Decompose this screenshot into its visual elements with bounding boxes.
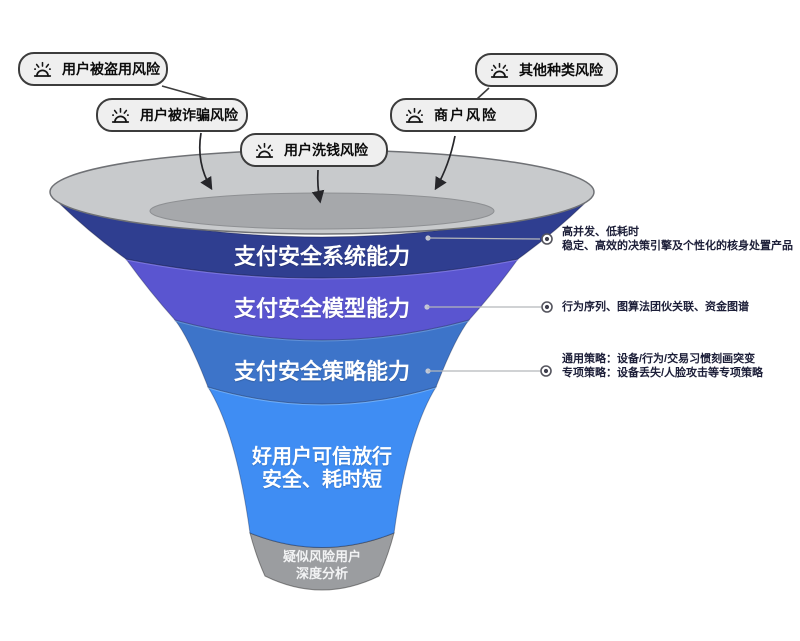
risk-pill-account-takeover: 用户被盗用风险 bbox=[18, 52, 168, 86]
siren-icon bbox=[33, 61, 52, 77]
funnel-outlet-label-line1: 疑似风险用户 bbox=[282, 549, 361, 564]
funnel-mouth-inner bbox=[149, 192, 495, 230]
siren-icon bbox=[490, 62, 509, 78]
funnel-layer-4-label: 好用户可信放行 安全、耗时短 bbox=[172, 446, 472, 492]
risk-pill-label: 其他种类风险 bbox=[519, 62, 603, 78]
funnel-layer-2-label: 支付安全模型能力 bbox=[233, 296, 410, 321]
siren-icon bbox=[405, 107, 424, 123]
funnel-layer-3-label: 支付安全策略能力 bbox=[233, 359, 410, 384]
risk-pill-money-laundering: 用户洗钱风险 bbox=[240, 133, 388, 167]
annotation-strategy-line1: 通用策略：设备/行为/交易习惯刻画突变 bbox=[562, 353, 756, 365]
annotation-strategy-line2: 专项策略：设备丢失/人脸攻击等专项策略 bbox=[562, 367, 764, 379]
risk-pill-label: 用户被诈骗风险 bbox=[140, 107, 238, 123]
funnel-layer-4-label-line2: 安全、耗时短 bbox=[262, 469, 382, 491]
funnel-layer-1-label: 支付安全系统能力 bbox=[233, 244, 410, 269]
connector-pill1-pill2 bbox=[161, 85, 213, 101]
leader-line-model bbox=[424, 301, 553, 313]
risk-pill-other: 其他种类风险 bbox=[475, 53, 618, 87]
risk-pill-label: 用户洗钱风险 bbox=[284, 142, 368, 158]
arrow-fraud-to-funnel bbox=[198, 132, 213, 191]
annotation-system-line2: 稳定、高效的决策引擎及个性化的核身处置产品 bbox=[562, 240, 793, 252]
funnel-layer-4-label-line1: 好用户可信放行 bbox=[252, 446, 392, 468]
siren-icon bbox=[255, 142, 274, 158]
annotation-system: 高并发、低耗时 稳定、高效的决策引擎及个性化的核身处置产品 bbox=[562, 225, 793, 253]
funnel-outlet-label: 疑似风险用户 深度分析 bbox=[232, 548, 412, 582]
annotation-strategy: 通用策略：设备/行为/交易习惯刻画突变 专项策略：设备丢失/人脸攻击等专项策略 bbox=[562, 352, 763, 380]
arrow-laundering-to-funnel bbox=[311, 169, 325, 204]
leader-line-strategy bbox=[425, 365, 552, 377]
annotation-model-line1: 行为序列、图算法团伙关联、资金图谱 bbox=[562, 301, 749, 313]
leader-line-system bbox=[425, 233, 553, 245]
siren-icon bbox=[111, 107, 130, 123]
funnel-outlet-label-line2: 深度分析 bbox=[295, 566, 348, 581]
annotation-system-line1: 高并发、低耗时 bbox=[562, 226, 639, 238]
annotation-model: 行为序列、图算法团伙关联、资金图谱 bbox=[562, 300, 749, 314]
risk-pill-merchant: 商户风险 bbox=[390, 98, 537, 132]
risk-pill-label: 用户被盗用风险 bbox=[62, 61, 160, 77]
risk-pill-fraud: 用户被诈骗风险 bbox=[96, 98, 248, 132]
arrow-merchant-to-funnel bbox=[434, 135, 456, 191]
funnel-layer-1-shape bbox=[58, 203, 586, 279]
risk-pill-label: 商户风险 bbox=[434, 107, 498, 123]
connector-pill5-pill4 bbox=[476, 87, 490, 100]
